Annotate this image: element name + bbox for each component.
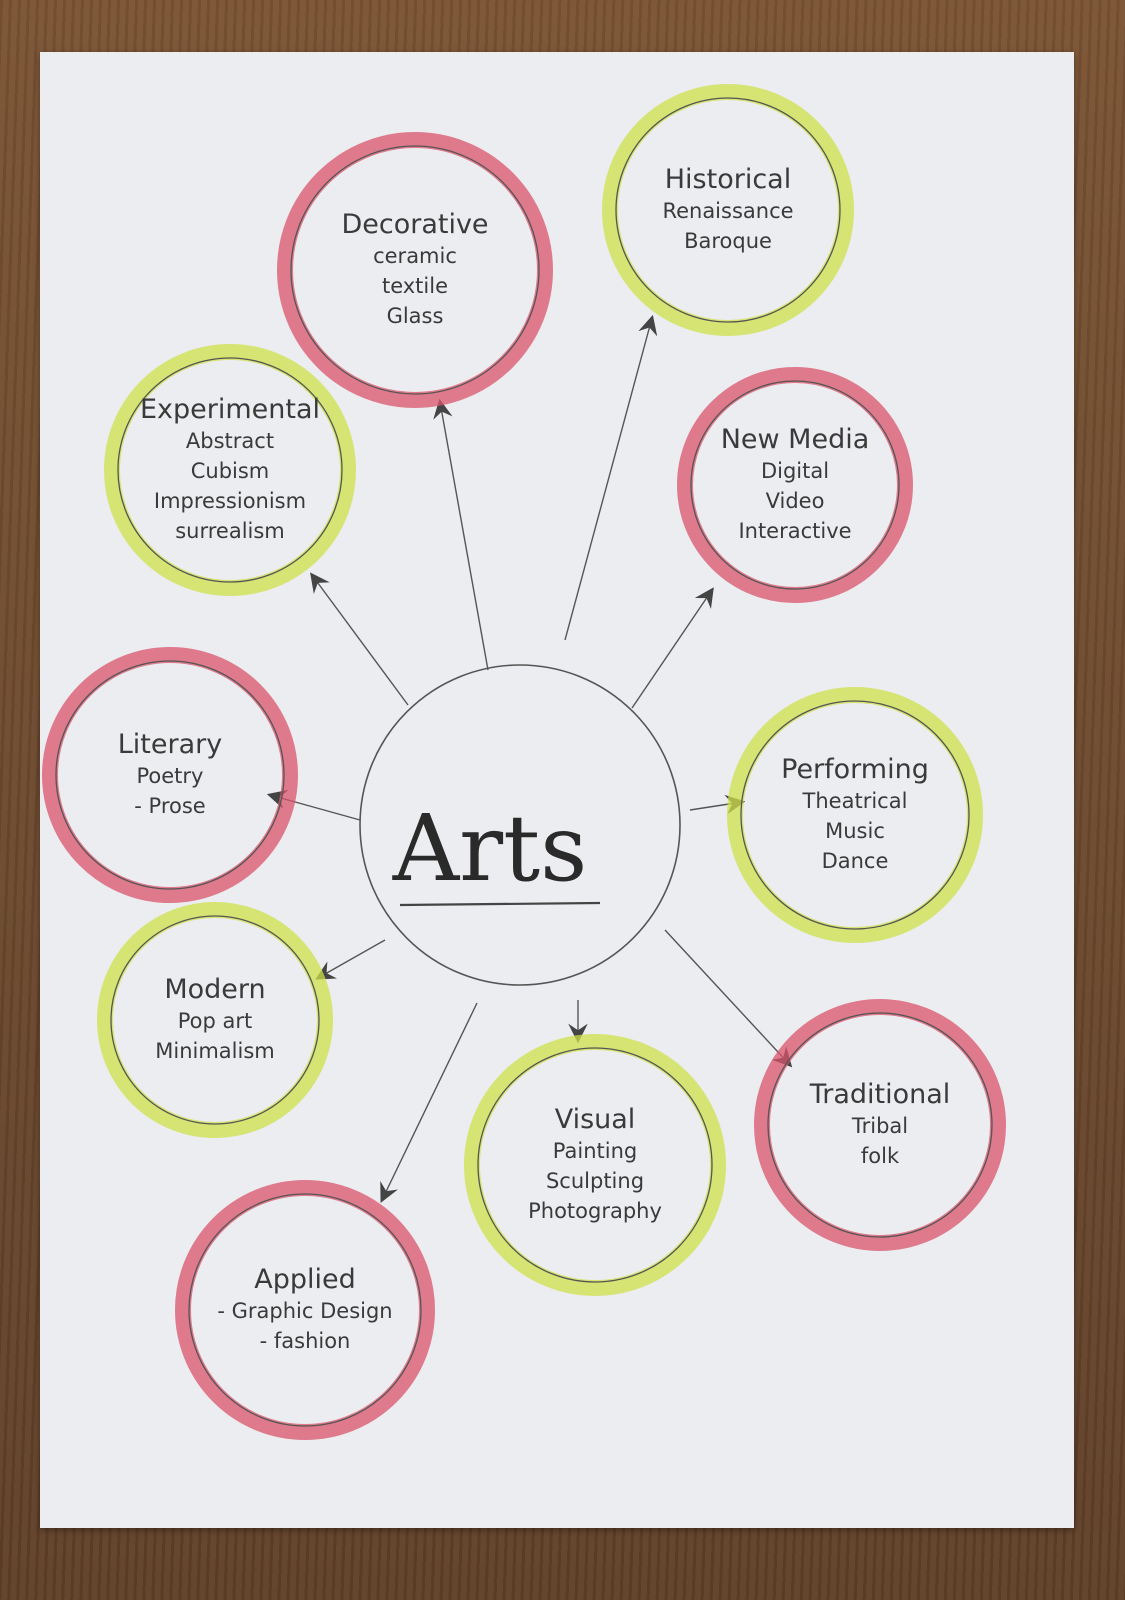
center-underline — [399, 901, 601, 907]
node-item-experimental: Impressionism — [154, 489, 306, 513]
node-outline-historical — [615, 97, 841, 323]
node-outline-modern — [110, 915, 320, 1125]
connector-decorative — [433, 398, 489, 671]
node-outline-experimental — [117, 357, 343, 583]
node-item-experimental: Abstract — [186, 429, 274, 453]
center-node: Arts — [359, 664, 681, 986]
node-item-performing: Theatrical — [802, 789, 908, 813]
node-title-modern: Modern — [164, 974, 265, 1005]
node-outline-visual — [477, 1047, 713, 1283]
node-ring-traditional — [754, 999, 1006, 1251]
node-item-visual: Sculpting — [546, 1169, 644, 1193]
node-ring-historical — [602, 84, 854, 336]
connector-historical — [564, 314, 658, 641]
node-item-decorative: ceramic — [373, 244, 457, 268]
node-ring-performing — [727, 687, 983, 943]
node-title-decorative: Decorative — [341, 209, 488, 240]
node-title-experimental: Experimental — [140, 394, 320, 425]
connector-experimental — [310, 572, 409, 706]
node-item-visual: Painting — [553, 1139, 637, 1163]
node-outline-literary — [55, 660, 285, 890]
connectors — [266, 314, 793, 1203]
node-item-new-media: Digital — [761, 459, 829, 483]
node-item-applied: - fashion — [260, 1329, 351, 1353]
node-title-literary: Literary — [118, 729, 222, 760]
node-item-applied: - Graphic Design — [217, 1299, 392, 1323]
node-title-traditional: Traditional — [809, 1079, 951, 1110]
node-outline-decorative — [290, 145, 540, 395]
node-item-experimental: surrealism — [175, 519, 285, 543]
node-ring-modern — [97, 902, 333, 1138]
node-ring-applied — [175, 1180, 435, 1440]
node-item-decorative: textile — [382, 274, 448, 298]
node-outline-traditional — [767, 1012, 993, 1238]
connector-new-media — [631, 587, 714, 709]
node-item-historical: Baroque — [684, 229, 772, 253]
node-applied: Applied - Graphic Design - fashion — [175, 1180, 435, 1440]
center-circle — [359, 664, 681, 986]
connector-modern — [315, 939, 386, 980]
node-item-new-media: Interactive — [738, 519, 851, 543]
node-outline-new-media — [690, 380, 900, 590]
node-ring-visual — [464, 1034, 726, 1296]
node-outline-applied — [188, 1193, 422, 1427]
node-title-new-media: New Media — [721, 424, 870, 455]
node-item-modern: Pop art — [178, 1009, 253, 1033]
node-outline-performing — [740, 700, 970, 930]
node-ring-decorative — [277, 132, 553, 408]
node-item-literary: - Prose — [134, 794, 205, 818]
node-item-modern: Minimalism — [155, 1039, 275, 1063]
node-item-literary: Poetry — [137, 764, 204, 788]
node-item-visual: Photography — [528, 1199, 662, 1223]
node-ring-new-media — [677, 367, 913, 603]
node-title-performing: Performing — [781, 754, 929, 785]
node-title-applied: Applied — [254, 1264, 356, 1295]
node-item-historical: Renaissance — [662, 199, 793, 223]
node-item-experimental: Cubism — [191, 459, 270, 483]
node-ring-experimental — [104, 344, 356, 596]
node-item-traditional: Tribal — [851, 1114, 908, 1138]
connector-traditional — [664, 929, 793, 1068]
node-ring-literary — [42, 647, 298, 903]
node-item-performing: Music — [825, 819, 885, 843]
node-item-decorative: Glass — [387, 304, 444, 328]
node-item-new-media: Video — [766, 489, 825, 513]
node-title-historical: Historical — [665, 164, 791, 195]
node-item-performing: Dance — [822, 849, 889, 873]
connector-applied — [380, 1002, 478, 1203]
node-item-traditional: folk — [861, 1144, 900, 1168]
node-title-visual: Visual — [555, 1104, 636, 1135]
center-title: Arts — [392, 795, 588, 902]
